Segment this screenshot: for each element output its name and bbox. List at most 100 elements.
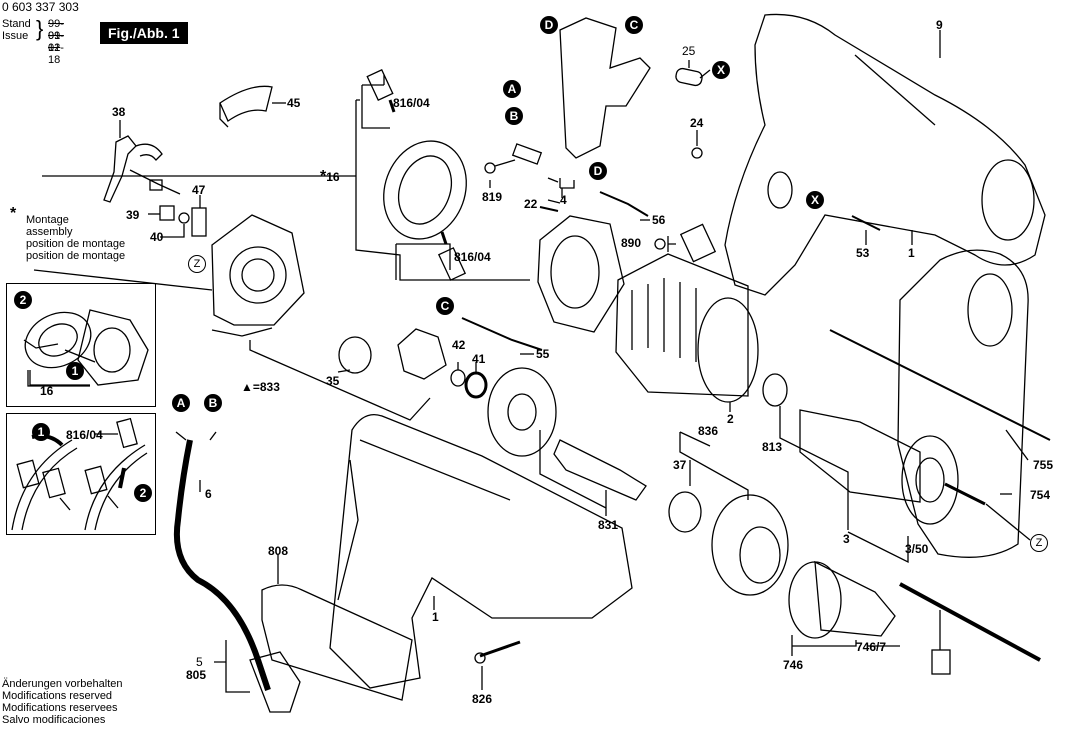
footer-line: Änderungen vorbehalten — [2, 678, 123, 690]
label-part-3-50: 3/50 — [905, 542, 929, 556]
part-808-drawing — [261, 584, 413, 701]
label-part-754: 754 — [1030, 488, 1051, 502]
callout-b-cord: B — [204, 394, 222, 412]
footer-line: Modifications reservees — [2, 702, 118, 714]
label-part-37: 37 — [673, 458, 687, 472]
part-819-drawing — [484, 162, 496, 174]
part-37-drawing — [668, 491, 702, 533]
part-25-drawing — [675, 67, 703, 87]
gear-drawing — [487, 367, 557, 457]
label-part-45: 45 — [287, 96, 301, 110]
part-53-drawing — [851, 215, 881, 231]
label-part-826: 826 — [472, 692, 493, 706]
part-47-drawing — [191, 207, 207, 237]
label-part-56: 56 — [652, 213, 666, 227]
part-813-drawing — [762, 373, 788, 407]
label-part-805: 805 — [186, 668, 207, 682]
label-part-816-04-top: 816/04 — [393, 96, 430, 110]
label-part-4: 4 — [560, 193, 567, 207]
part-number: 0 603 337 303 — [2, 0, 79, 14]
label-part-38: 38 — [112, 105, 126, 119]
brace-icon: } — [36, 16, 44, 41]
step-2-icon-b: 2 — [134, 484, 152, 502]
label-part-47: 47 — [192, 183, 206, 197]
label-part-5: 5 — [196, 655, 203, 669]
callout-a-cord: A — [172, 394, 190, 412]
part-826-drawing — [479, 640, 521, 658]
inset-brush-replacement — [6, 413, 156, 535]
label-part-22: 22 — [524, 197, 538, 211]
label-part-40: 40 — [150, 230, 164, 244]
gear-housing-drawing — [829, 249, 1051, 558]
label-part-1-housing: 1 — [908, 246, 915, 260]
label-part-25: 25 — [682, 44, 696, 58]
label-part-16-inset: 16 — [40, 384, 54, 398]
callout-z-left: Z — [188, 255, 206, 273]
note-line: Montage — [26, 214, 69, 226]
stand-label: Stand — [2, 18, 31, 30]
figure-label: Fig./Abb. 1 — [100, 22, 188, 44]
label-part-53: 53 — [856, 246, 870, 260]
armature-drawing — [799, 409, 986, 525]
stator-drawing — [615, 253, 759, 403]
label-part-831: 831 — [598, 518, 619, 532]
callout-a: A — [503, 80, 521, 98]
label-part-1-drill: 1 — [432, 610, 439, 624]
callout-c-wire: C — [436, 297, 454, 315]
label-part-9: 9 — [936, 18, 943, 32]
issue-label: Issue — [2, 30, 29, 42]
note-line: position de montage — [26, 250, 126, 262]
label-part-819: 819 — [482, 190, 503, 204]
note-line: assembly — [26, 226, 73, 238]
part-40-drawing — [178, 212, 190, 224]
callout-c: C — [625, 16, 643, 34]
step-1-icon-b: 1 — [32, 423, 50, 441]
chuck-key-drawing — [899, 582, 1041, 662]
label-part-16-text: 16 — [326, 170, 340, 184]
cord-drawing — [173, 439, 271, 691]
stand-date: 99-01-12 — [48, 18, 64, 54]
part-35-drawing — [338, 336, 372, 374]
label-part-755: 755 — [1033, 458, 1054, 472]
callout-b: B — [505, 107, 523, 125]
part-836-drawing — [711, 494, 789, 596]
note-line: position de montage — [26, 238, 126, 250]
part-890-drawing — [679, 223, 717, 263]
part-45-drawing — [219, 85, 273, 122]
label-part-35: 35 — [326, 374, 340, 388]
brush-holder-drawing — [366, 68, 467, 281]
label-part-39: 39 — [126, 208, 140, 222]
callout-x-housing: X — [806, 191, 824, 209]
callout-z-right: Z — [1030, 534, 1048, 552]
footer-line: Salvo modificaciones — [2, 714, 106, 726]
leader-lines — [27, 30, 1031, 693]
revision-dates: Stand Issue } 99-01-12 99-01-18 — [2, 18, 64, 67]
label-part-6: 6 — [205, 487, 212, 501]
callout-x-top: X — [712, 61, 730, 79]
label-part-55: 55 — [536, 347, 550, 361]
label-part-833: ▲=833 — [241, 380, 280, 394]
label-part-813: 813 — [762, 440, 783, 454]
spindle-drawing — [553, 439, 647, 501]
part-24-drawing — [691, 147, 703, 159]
plug-drawing — [249, 651, 301, 713]
part-38-drawing — [103, 135, 181, 203]
inset2-brush-replace — [11, 417, 148, 531]
asterisk-icon: * — [320, 168, 327, 185]
step-2-icon: 2 — [14, 291, 32, 309]
housing-half-drawing — [724, 13, 1046, 296]
drill-housing-drawing — [329, 413, 633, 689]
label-part-24: 24 — [690, 116, 704, 130]
chuck-drawing — [788, 560, 896, 639]
brush-holder-ring-drawing — [537, 215, 625, 333]
label-part-816-04-bottom: 816/04 — [454, 250, 491, 264]
label-part-746-7: 746/7 — [856, 640, 887, 654]
callout-d: D — [540, 16, 558, 34]
part-55-drawing — [461, 317, 543, 351]
label-part-836: 836 — [698, 424, 719, 438]
part-833-drawing — [397, 328, 447, 380]
issue-date: 99-01-18 — [48, 30, 64, 66]
label-part-2: 2 — [727, 412, 734, 426]
label-part-890: 890 — [621, 236, 642, 250]
